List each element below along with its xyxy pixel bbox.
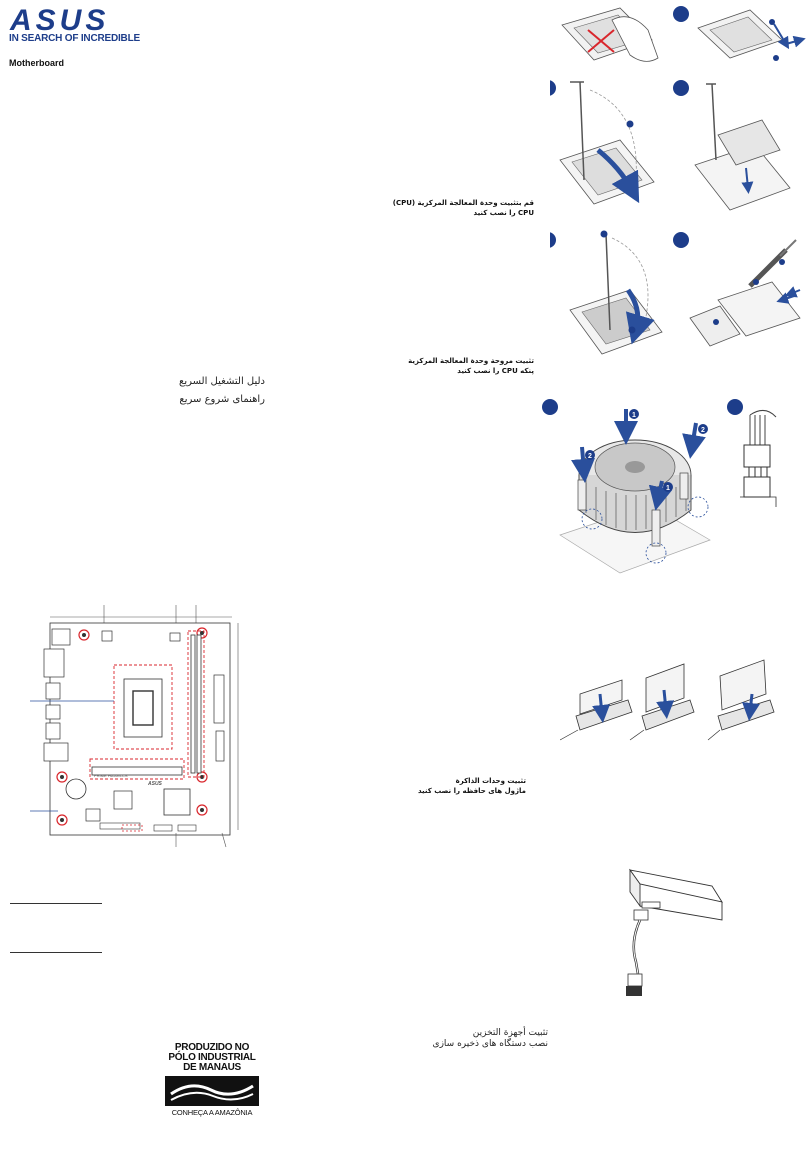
product-label: Motherboard (9, 58, 64, 68)
svg-text:2: 2 (588, 453, 592, 460)
svg-text:1: 1 (632, 412, 636, 419)
cpu-socket-open-lever (550, 80, 655, 205)
board-model-text: PRIME H610M-CS (94, 773, 128, 778)
brand-tagline: IN SEARCH OF INCREDIBLE (9, 33, 140, 44)
fan-connector (740, 410, 777, 507)
cpu-fan-illustration: 1 2 2 1 (542, 399, 777, 574)
divider-line (10, 903, 102, 904)
step-marker (673, 232, 689, 248)
step-marker (550, 232, 556, 248)
manaus-line-1: PRODUZIDO NO (174, 1042, 250, 1053)
manaus-wave-emblem (165, 1076, 259, 1106)
memory-label: تثبيت وحدات الذاكرة ماژول های حافظه را ن… (417, 777, 526, 795)
asus-logo-text: ASUS (9, 7, 109, 33)
fan-step-badge: 1 (663, 482, 673, 492)
storage-install-illustration (626, 868, 723, 996)
cpu-socket-step-a (673, 6, 806, 61)
cpu-install-label: قم بتثبيت وحدة المعالجة المركزية (CPU) C… (392, 199, 534, 217)
memory-module-step (560, 679, 633, 741)
memory-install-illustrations (560, 659, 775, 741)
manaus-line-2: PÓLO INDUSTRIAL (168, 1052, 256, 1063)
step-marker (542, 399, 558, 415)
fan-step-badge: 2 (698, 424, 708, 434)
fan-step-badge: 1 (629, 409, 639, 419)
cpu-install-illustrations (550, 6, 806, 355)
storage-label: تثبيت أجهزة التخزين نصب دستگاه های ذخیره… (432, 1028, 548, 1049)
svg-text:1: 1 (666, 485, 670, 492)
cpu-thermal-paste (673, 232, 801, 347)
step-marker (673, 80, 689, 96)
memory-module-step (629, 663, 695, 741)
motherboard-layout: PRIME H610M-CS ASUS (30, 605, 239, 848)
cpu-socket-place-cpu (673, 80, 791, 211)
step-marker (550, 80, 556, 96)
quick-start-title-persian: راهنمای شروع سریع (179, 394, 265, 405)
asus-logo-mark: ASUS (9, 7, 109, 33)
cpu-socket-close-lever (550, 230, 663, 355)
asus-logo: ASUS (8, 7, 116, 33)
cpu-fan-label: تثبيت مروحة وحدة المعالجة المركزية پنکه … (408, 357, 534, 375)
fan-step-badge: 2 (585, 450, 595, 460)
board-logo-text: ASUS (147, 781, 163, 787)
manaus-line-3: DE MANAUS (183, 1062, 241, 1073)
manaus-footer: CONHEÇA A AMAZÔNIA (171, 1108, 253, 1117)
svg-text:2: 2 (701, 427, 705, 434)
divider-line (10, 952, 102, 953)
manaus-badge: PRODUZIDO NO PÓLO INDUSTRIAL DE MANAUS C… (163, 1043, 261, 1117)
step-marker (727, 399, 743, 415)
cpu-socket-no-touch (561, 7, 659, 62)
step-marker (673, 6, 689, 22)
memory-module-step (707, 659, 775, 741)
quick-start-title-arabic: دليل التشغيل السريع (179, 376, 265, 387)
